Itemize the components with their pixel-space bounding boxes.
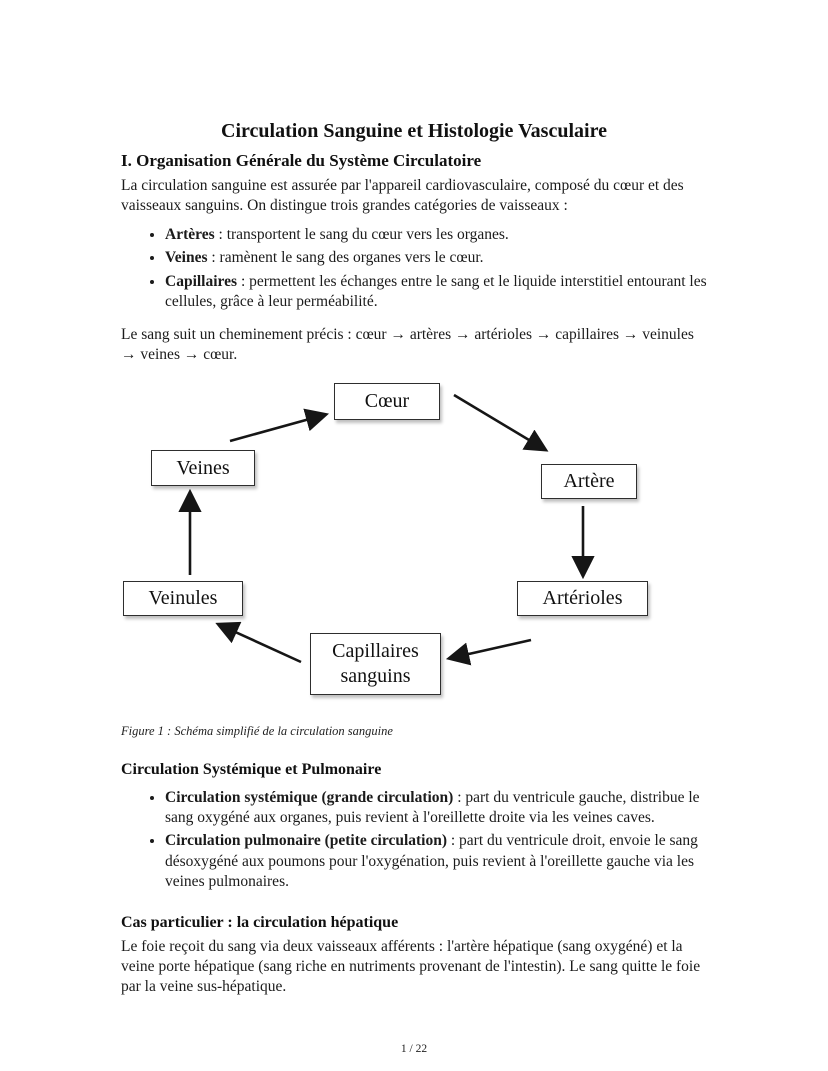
arrow-capillaires-to-veinules xyxy=(215,622,302,664)
diagram-node-capillaires: Capillaires sanguins xyxy=(310,633,441,696)
paragraph-hepatique: Le foie reçoit du sang via deux vaisseau… xyxy=(121,937,701,996)
diagram-node-arterioles: Artérioles xyxy=(517,581,648,617)
diagram-arrows xyxy=(178,394,595,666)
list-item-desc: : part du ventricule gauche, distribue l… xyxy=(165,789,700,827)
list-item-desc: : transportent le sang du cœur vers les … xyxy=(214,226,509,244)
diagram-node-veinules: Veinules xyxy=(123,581,243,617)
section-heading-hepatique: Cas particulier : la circulation hépatiq… xyxy=(121,913,399,931)
list-item: Capillaires : permettent les échanges en… xyxy=(165,272,707,312)
list-item: Veines : ramènent le sang des organes ve… xyxy=(165,248,707,268)
vessel-types-list: Artères : transportent le sang du cœur v… xyxy=(121,225,707,312)
arrow-coeur-to-artere xyxy=(453,394,549,452)
list-item-term: Capillaires xyxy=(165,272,238,290)
page-title: Circulation Sanguine et Histologie Vascu… xyxy=(221,120,607,142)
figure-caption: Figure 1 : Schéma simplifié de la circul… xyxy=(121,724,393,739)
list-item: Circulation systémique (grande circulati… xyxy=(165,788,707,828)
list-item-term: Veines xyxy=(165,249,208,267)
paragraph-intro: La circulation sanguine est assurée par … xyxy=(121,177,684,215)
diagram-node-coeur: Cœur xyxy=(334,383,440,421)
page-number: 1 / 22 xyxy=(400,1043,428,1055)
diagram-node-artere: Artère xyxy=(541,464,637,500)
list-item-desc: : permettent les échanges entre le sang … xyxy=(165,272,707,310)
list-item-term: Circulation pulmonaire (petite circulati… xyxy=(165,832,447,850)
arrow-arterioles-to-capillaires xyxy=(445,638,532,666)
circulation-types-list: Circulation systémique (grande circulati… xyxy=(121,788,707,892)
list-item-term: Artères xyxy=(165,226,215,244)
list-item-desc: : ramènent le sang des organes vers le c… xyxy=(207,249,484,267)
diagram-node-veines: Veines xyxy=(151,450,255,487)
list-item-desc: : part du ventricule droit, envoie le sa… xyxy=(165,832,698,890)
section-heading-organisation: I. Organisation Générale du Système Circ… xyxy=(121,151,482,170)
list-item-term: Circulation systémique (grande circulati… xyxy=(165,789,454,807)
list-item: Circulation pulmonaire (petite circulati… xyxy=(165,831,707,891)
circulation-diagram: Cœur Artère Artérioles Capillaires sangu… xyxy=(121,375,707,700)
list-item: Artères : transportent le sang du cœur v… xyxy=(165,225,707,245)
arrow-veines-to-coeur xyxy=(229,408,330,443)
paragraph-pathway: Le sang suit un cheminement précis : cœu… xyxy=(121,325,694,363)
section-heading-systemique: Circulation Systémique et Pulmonaire xyxy=(121,761,382,779)
